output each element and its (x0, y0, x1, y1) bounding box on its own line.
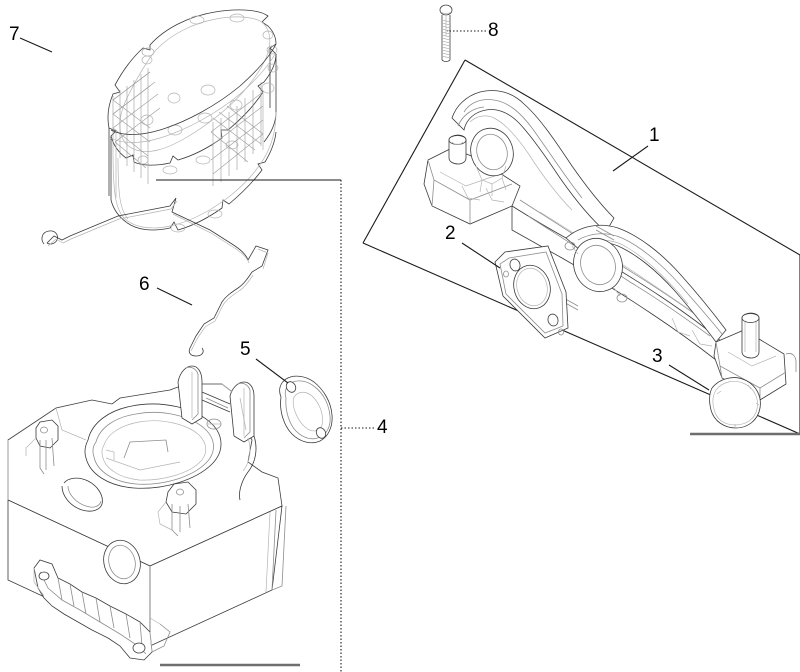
callout-7-label: 7 (9, 24, 20, 45)
callout-4: 4 (341, 417, 388, 438)
part-o-ring-seal (709, 377, 761, 429)
callout-1: 1 (612, 125, 660, 172)
callout-3-label: 3 (652, 346, 663, 367)
callout-5-leader (255, 358, 289, 384)
callout-3: 3 (652, 346, 710, 391)
part-intake-manifold (423, 90, 797, 401)
callout-3-leader (668, 364, 710, 391)
callout-5-label: 5 (240, 339, 251, 360)
callout-2-label: 2 (445, 223, 456, 244)
filter-mesh-left (112, 68, 161, 184)
callout-5: 5 (240, 339, 289, 384)
bolt-threads (441, 19, 451, 59)
callout-6: 6 (139, 274, 193, 306)
callout-1-leader (612, 145, 649, 172)
callout-6-label: 6 (139, 274, 150, 295)
callout-7-leader (19, 37, 53, 53)
callout-2: 2 (445, 223, 501, 269)
callout-8: 8 (447, 20, 499, 41)
callout-8-label: 8 (488, 20, 499, 41)
filter-mesh-right (210, 82, 264, 186)
callout-7: 7 (9, 24, 53, 53)
o-ring-highlights (716, 384, 760, 427)
callout-1-label: 1 (649, 125, 660, 146)
part-carb-gasket (279, 375, 333, 444)
filter-seal-clips (137, 13, 279, 233)
callout-6-leader (156, 287, 193, 306)
part-control-rod (41, 197, 269, 357)
callout-4-label: 4 (377, 417, 388, 438)
part-manifold-gasket (494, 245, 569, 339)
part-air-cleaner-base (7, 365, 287, 661)
part-flange-bolt (439, 4, 453, 62)
callout-2-leader (461, 242, 501, 269)
part-air-filter-element (107, 9, 279, 233)
panel-air-cleaner-frame (156, 179, 342, 672)
